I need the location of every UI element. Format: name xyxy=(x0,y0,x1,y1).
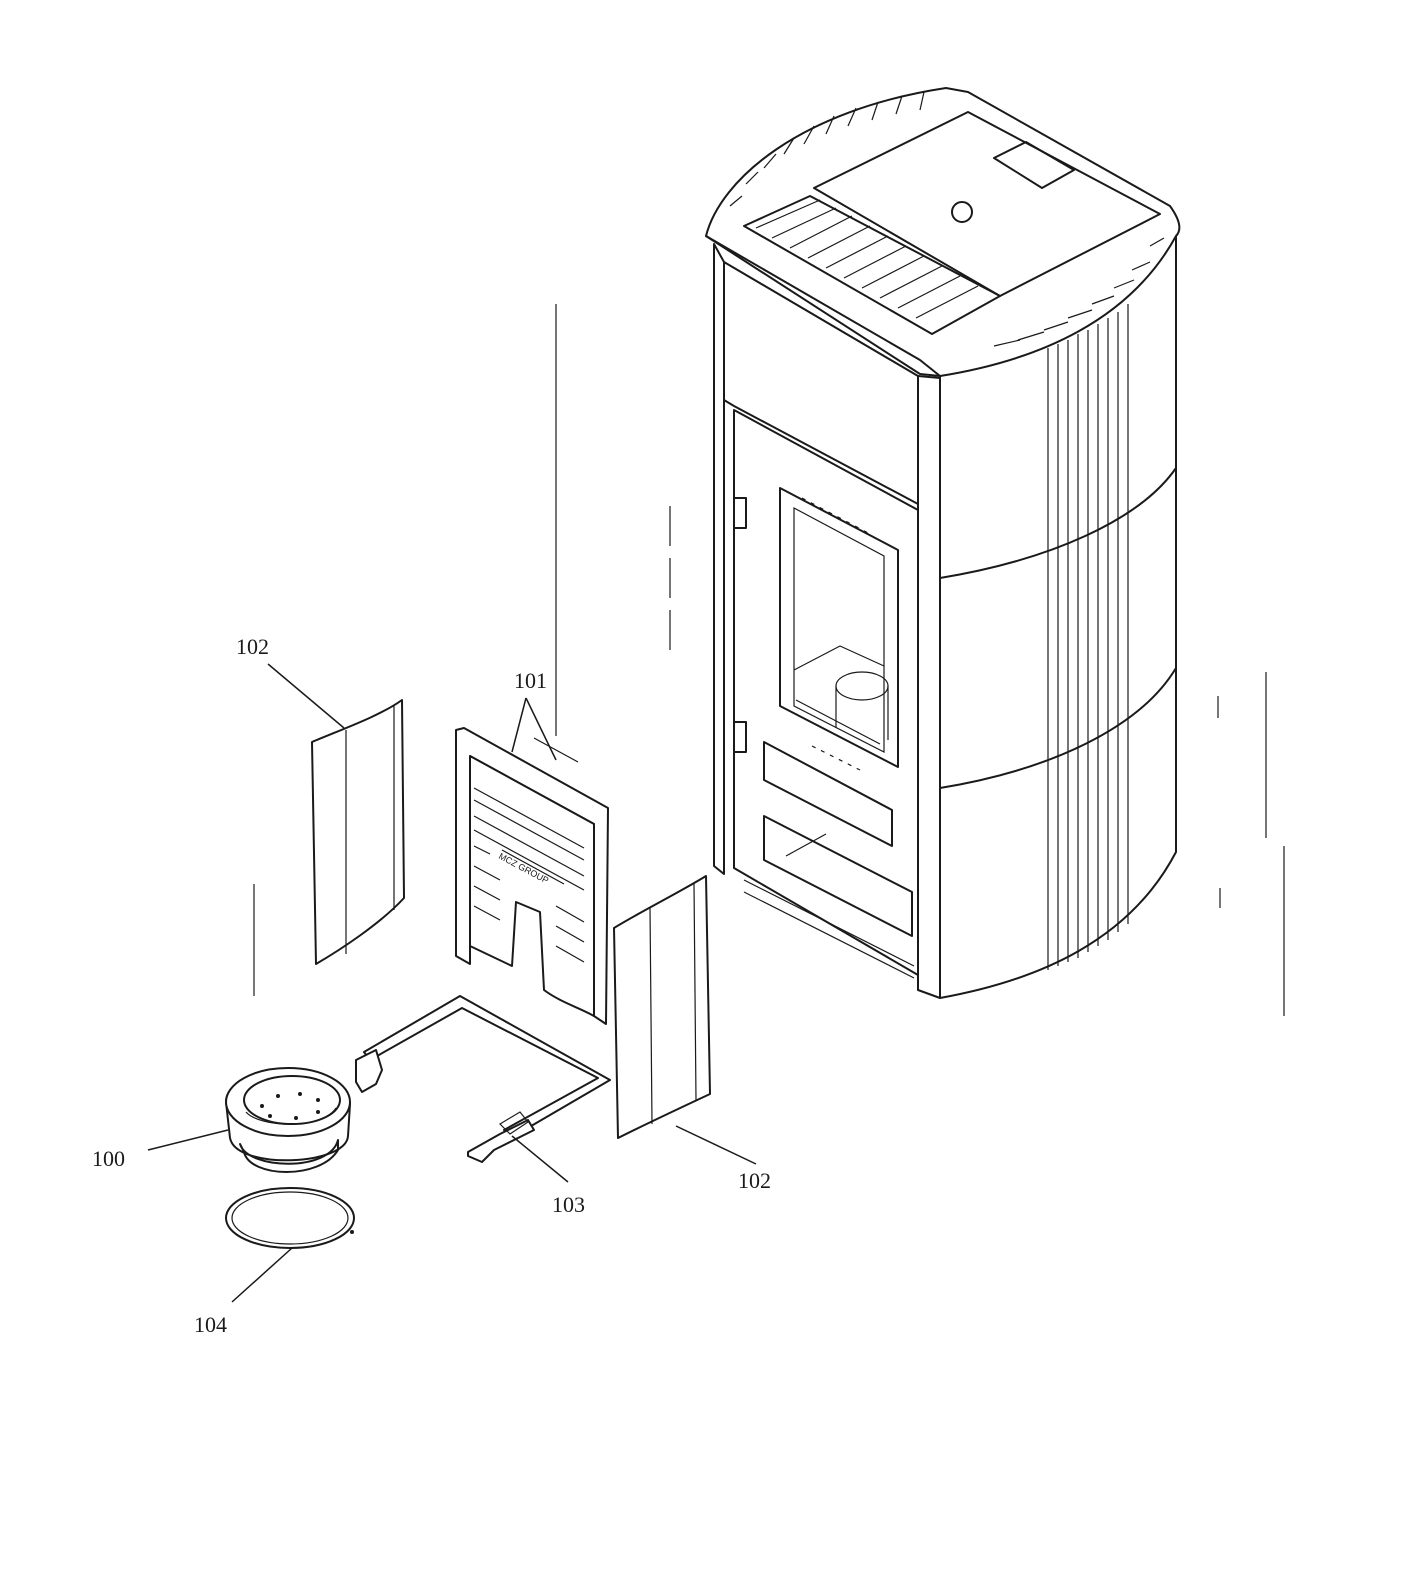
pot-holes xyxy=(260,1092,320,1120)
bottom-vent-slots xyxy=(743,879,915,979)
side-ribs xyxy=(1047,304,1129,970)
stove-body xyxy=(705,87,1181,999)
callout-100: 100 xyxy=(92,1146,125,1171)
callout-104: 104 xyxy=(194,1312,227,1337)
assembly-lines xyxy=(253,304,1285,1016)
side-panel-right xyxy=(613,875,711,1139)
callout-102-left: 102 xyxy=(236,634,269,659)
back-panel-slats xyxy=(473,787,585,963)
leader-lines xyxy=(147,663,757,1303)
top-slots xyxy=(729,91,1165,347)
bracket-frame xyxy=(355,995,611,1163)
burner-pot xyxy=(225,1067,351,1173)
callout-103: 103 xyxy=(552,1192,585,1217)
callout-102-right: 102 xyxy=(738,1168,771,1193)
side-panel-left xyxy=(311,699,405,965)
callout-101: 101 xyxy=(514,668,547,693)
back-panel: MCZ GROUP xyxy=(455,727,609,1025)
seal-ring xyxy=(225,1187,355,1249)
